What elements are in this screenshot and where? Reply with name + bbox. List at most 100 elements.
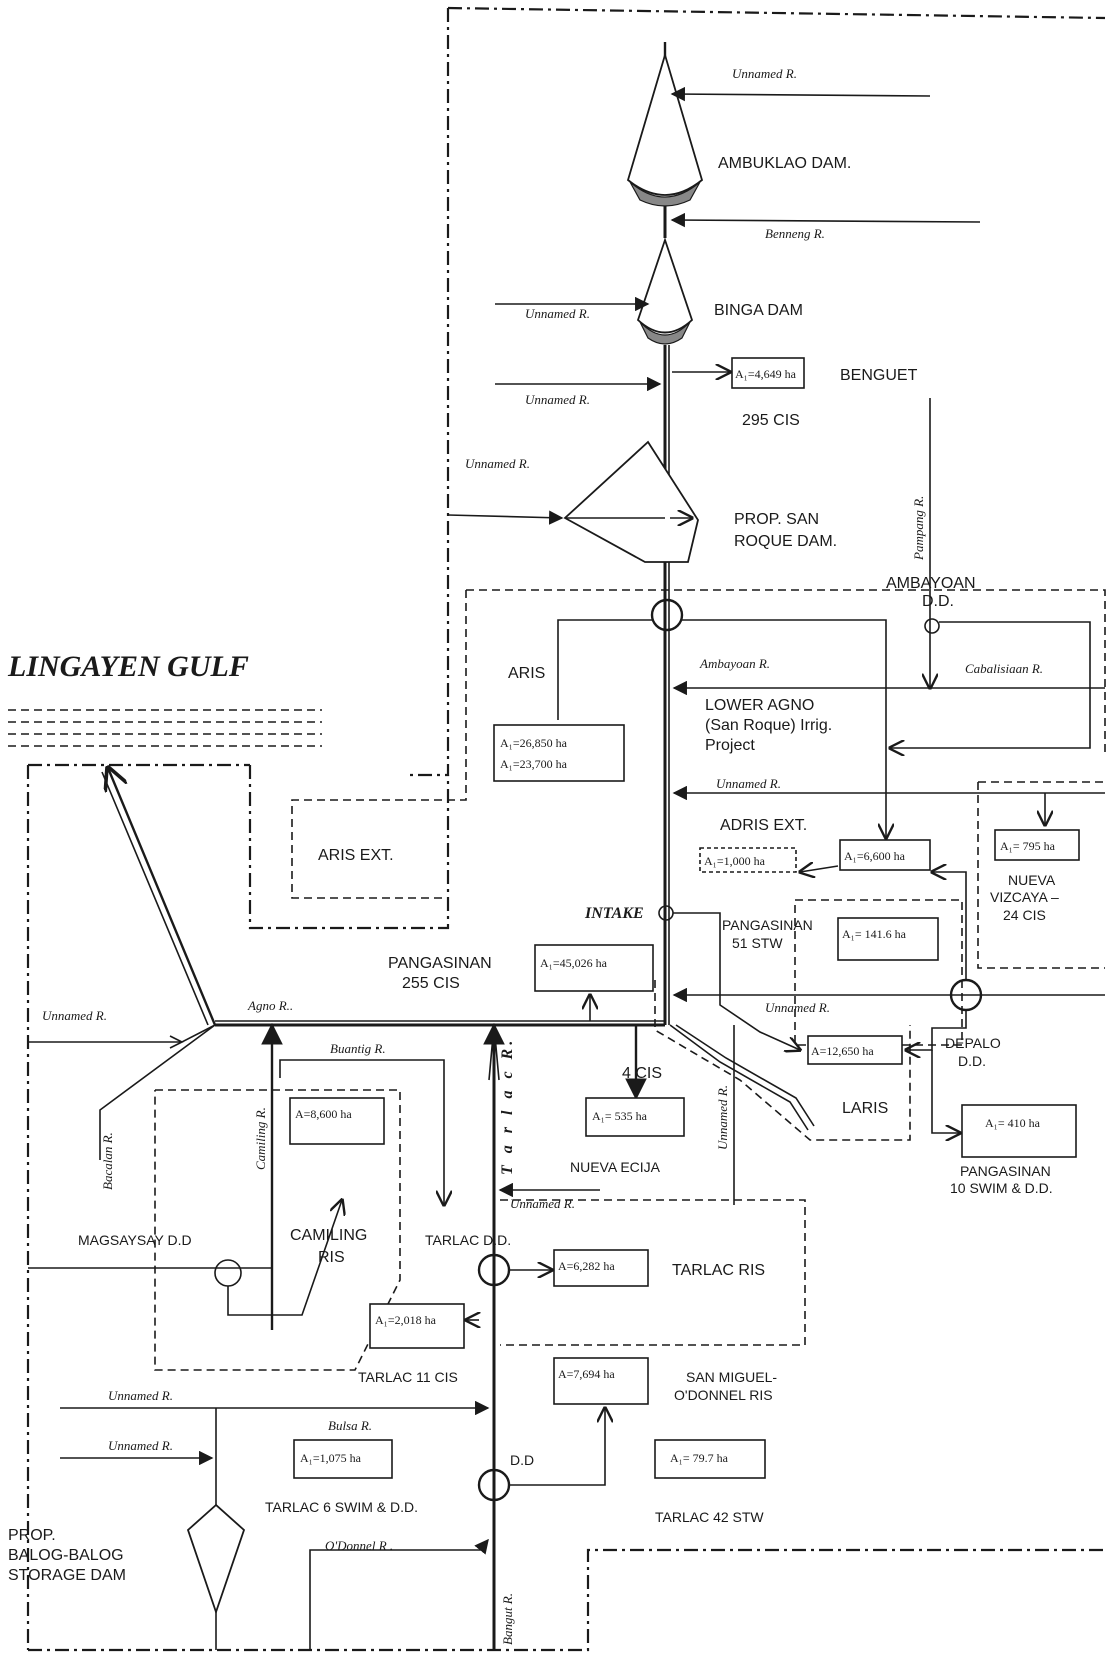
pampang-ambayoan: Pampang R. AMBAYOAN D.D. Ambayoan R. Cab… bbox=[672, 398, 1105, 748]
cabalisiaan-river: Cabalisiaan R. bbox=[965, 661, 1043, 676]
tarlac11-area-box bbox=[369, 1303, 465, 1349]
laris-area-box bbox=[807, 1035, 903, 1065]
unnamed-river-6: Unnamed R. bbox=[765, 1000, 830, 1015]
nueva-vizcaya-label-2: VIZCAYA – bbox=[990, 889, 1059, 905]
balog-balog-dam: PROP. BALOG-BALOG STORAGE DAM bbox=[8, 1503, 246, 1615]
camiling-area-box bbox=[289, 1097, 385, 1145]
unnamed-river-west: Unnamed R. bbox=[42, 1008, 107, 1023]
basin-boundary bbox=[26, 6, 1106, 1652]
binga-dam-label: BINGA DAM bbox=[714, 302, 803, 319]
unnamed-river-1: Unnamed R. bbox=[732, 66, 797, 81]
aris-area-box bbox=[493, 724, 625, 782]
tarlac-river: T a r l a c R. Unnamed R. TARLAC D.D. A=… bbox=[358, 1022, 765, 1650]
ambuklao-dam-label: AMBUKLAO DAM. bbox=[718, 155, 851, 172]
unnamed-river-3: Unnamed R. bbox=[525, 392, 590, 407]
tarlac-ris-area-value: A=6,282 ha bbox=[558, 1259, 615, 1273]
nueva-vizcaya-area-value: A₁= 795 ha bbox=[1000, 839, 1056, 853]
tarlac11-area-value: A₁=2,018 ha bbox=[375, 1313, 437, 1327]
unnamed-river-9: Unnamed R. bbox=[108, 1438, 173, 1453]
four-cis-label: 4 CIS bbox=[622, 1065, 662, 1082]
camiling-ris-label-1: CAMILING bbox=[290, 1227, 367, 1244]
camiling-river: Camiling R. bbox=[253, 1107, 268, 1170]
aris-label: ARIS bbox=[508, 665, 545, 682]
san-roque-dam-label-2: ROQUE DAM. bbox=[734, 533, 837, 550]
lower-agno-label-3: Project bbox=[705, 737, 755, 754]
pangasinan-10: A₁= 410 ha PANGASINAN 10 SWIM & D.D. bbox=[950, 1104, 1077, 1196]
lower-agno-project: LOWER AGNO (San Roque) Irrig. Project Un… bbox=[672, 619, 1105, 872]
camiling-ris-label-2: RIS bbox=[318, 1249, 345, 1266]
laris-label: LARIS bbox=[842, 1100, 888, 1117]
camiling-ris: A=8,600 ha MAGSAYSAY D.D CAMILING RIS bbox=[28, 1097, 385, 1316]
tarlac11-label: TARLAC 11 CIS bbox=[358, 1369, 458, 1385]
tarlac6-label: TARLAC 6 SWIM & D.D. bbox=[265, 1499, 418, 1515]
pampang-river: Pampang R. bbox=[911, 496, 926, 561]
magsaysay-dd-symbol bbox=[214, 1259, 242, 1287]
san-roque-dam-label-1: PROP. SAN bbox=[734, 511, 819, 528]
intake-area: INTAKE PANGASINAN 51 STW A₁= 141.6 ha bbox=[584, 905, 939, 1050]
agno-river-main bbox=[101, 42, 670, 1027]
benguet-area: A₁=4,649 ha BENGUET 295 CIS bbox=[672, 357, 918, 429]
bulsa-balog: Unnamed R. Bulsa R. Unnamed R. A₁=1,075 … bbox=[60, 1388, 515, 1650]
agno-river-label: Agno R.. bbox=[247, 998, 293, 1013]
nueva-ecija-area-value: A₁= 535 ha bbox=[592, 1109, 648, 1123]
unnamed-river-5: Unnamed R. bbox=[716, 776, 781, 791]
pang255-label-2: 255 CIS bbox=[402, 975, 460, 992]
benguet-label: BENGUET bbox=[840, 367, 918, 384]
benguet-area-value: A₁=4,649 ha bbox=[735, 367, 797, 381]
pang10-area-value: A₁= 410 ha bbox=[985, 1116, 1041, 1130]
san-miguel-label-1: SAN MIGUEL- bbox=[686, 1369, 777, 1385]
lower-agno-area-box bbox=[839, 839, 931, 871]
pang255-label-1: PANGASINAN bbox=[388, 955, 492, 972]
unnamed-river-4: Unnamed R. bbox=[465, 456, 530, 471]
camiling-area-value: A=8,600 ha bbox=[295, 1107, 352, 1121]
tarlac-ris-label: TARLAC RIS bbox=[672, 1262, 765, 1279]
nueva-vizcaya: A₁= 795 ha NUEVA VIZCAYA – 24 CIS bbox=[990, 793, 1080, 923]
aris-ext-label: ARIS EXT. bbox=[318, 847, 394, 864]
laris-area-value: A=12,650 ha bbox=[811, 1044, 874, 1058]
san-miguel-area-box bbox=[553, 1357, 649, 1405]
lower-agno-label-2: (San Roque) Irrig. bbox=[705, 717, 832, 734]
lower-agno-label-1: LOWER AGNO bbox=[705, 697, 814, 714]
adris-area-box bbox=[699, 847, 797, 873]
aris-area-value-1: A₁=26,850 ha bbox=[500, 736, 568, 750]
nueva-ecija-label: NUEVA ECIJA bbox=[570, 1159, 661, 1175]
magsaysay-dd-label: MAGSAYSAY D.D bbox=[78, 1232, 192, 1248]
unnamed-river-2: Unnamed R. bbox=[525, 306, 590, 321]
ambayoan-dd-label-2: D.D. bbox=[922, 593, 954, 610]
depalo-label-1: DEPALO bbox=[945, 1035, 1001, 1051]
tarlac42-area-value: A₁= 79.7 ha bbox=[670, 1451, 729, 1465]
depalo-label-2: D.D. bbox=[958, 1053, 986, 1069]
san-roque-diversion-symbol bbox=[650, 598, 684, 632]
gulf-title: LINGAYEN GULF bbox=[7, 650, 249, 683]
pang255-area-box bbox=[534, 944, 654, 992]
aris-area: ARIS A₁=26,850 ha A₁=23,700 ha ARIS EXT. bbox=[318, 598, 684, 864]
adris-area-value: A₁=1,000 ha bbox=[704, 854, 766, 868]
pang51-area-box bbox=[837, 917, 939, 961]
adris-ext: ADRIS EXT. A₁=1,000 ha bbox=[699, 817, 807, 873]
intake-label: INTAKE bbox=[584, 905, 644, 922]
adris-ext-label: ADRIS EXT. bbox=[720, 817, 807, 834]
unnamed-river-vertical: Unnamed R. bbox=[715, 1085, 730, 1150]
benguet-area-box bbox=[731, 357, 805, 389]
tarlac6-area-value: A₁=1,075 ha bbox=[300, 1451, 362, 1465]
san-miguel-odonnel: A=7,694 ha SAN MIGUEL- O'DONNEL RIS D.D … bbox=[477, 1357, 777, 1525]
pang10-area-box bbox=[961, 1104, 1077, 1158]
aris-area-value-2: A₁=23,700 ha bbox=[500, 757, 568, 771]
odonnel-river: O'Donnel R . bbox=[325, 1538, 393, 1553]
benguet-cis: 295 CIS bbox=[742, 412, 800, 429]
ambayoan-dd-symbol bbox=[924, 618, 940, 634]
upper-tributaries: Unnamed R. Benneng R. Unnamed R. Unnamed… bbox=[447, 66, 981, 518]
bulsa-river: Bulsa R. bbox=[328, 1418, 372, 1433]
lingayen-gulf: LINGAYEN GULF bbox=[7, 650, 322, 747]
san-miguel-area-value: A=7,694 ha bbox=[558, 1367, 615, 1381]
san-miguel-label-2: O'DONNEL RIS bbox=[674, 1387, 773, 1403]
bangut-river: Bangut R. bbox=[500, 1593, 515, 1645]
buantig-river: Buantig R. bbox=[330, 1041, 386, 1056]
ambayoan-dd-label-1: AMBAYOAN bbox=[886, 575, 976, 592]
ambuklao-dam: AMBUKLAO DAM. bbox=[626, 51, 851, 207]
unnamed-river-7: Unnamed R. bbox=[510, 1196, 575, 1211]
unnamed-river-8: Unnamed R. bbox=[108, 1388, 173, 1403]
tarlac-ris-area-box bbox=[553, 1249, 649, 1287]
tarlac-river-label: T a r l a c R. bbox=[499, 1037, 516, 1175]
